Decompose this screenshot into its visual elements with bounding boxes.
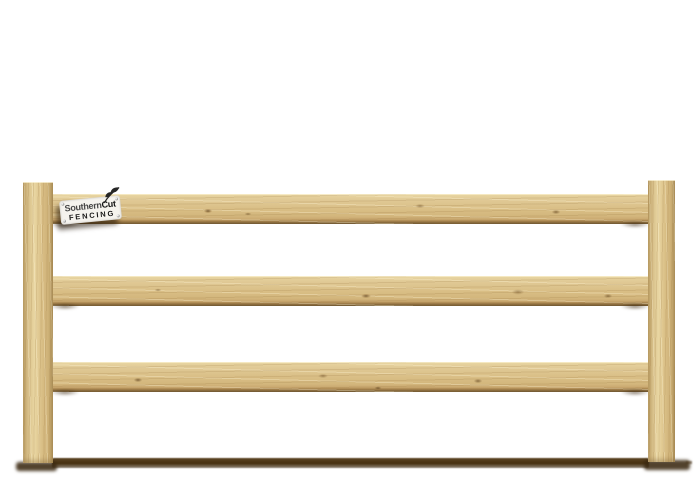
fence-post-right	[648, 180, 675, 462]
fence-rail-top	[48, 194, 652, 224]
fence-rail-middle	[48, 276, 652, 306]
left-post-shadow	[16, 462, 57, 471]
fence-post-left	[23, 182, 53, 463]
shadow-speck	[686, 461, 692, 464]
screw-icon	[62, 219, 67, 223]
brand-badge: SouthernCut FENCING	[58, 187, 123, 225]
right-post-shadow	[644, 460, 690, 470]
screw-icon	[116, 214, 120, 218]
ground-shadow	[52, 458, 649, 468]
fence-rail-bottom	[48, 362, 652, 392]
leaf-sprig-icon	[103, 187, 120, 204]
